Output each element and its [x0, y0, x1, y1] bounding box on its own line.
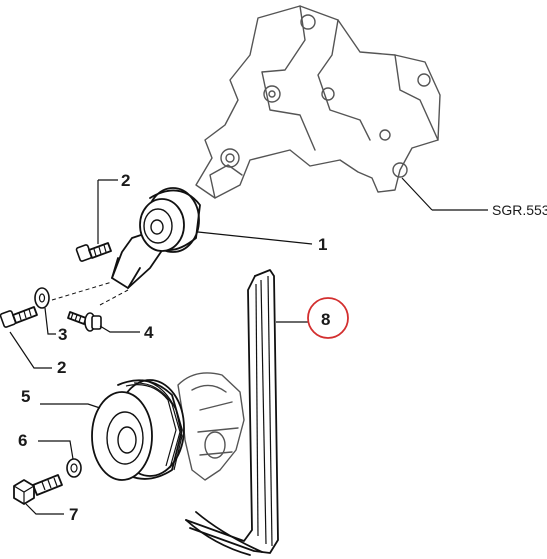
drive-belt-icon	[185, 269, 279, 556]
callout-3: 3	[58, 325, 67, 344]
bolt-icon-upper	[75, 242, 112, 262]
leader-ref	[401, 177, 433, 211]
leader-7	[25, 503, 64, 515]
tensioner-pulley-icon	[111, 187, 201, 289]
small-washer-icon	[66, 458, 82, 478]
callout-5: 5	[21, 387, 30, 406]
bolt-icon-lower	[0, 306, 38, 328]
highlight-circle	[307, 297, 349, 339]
callout-6: 6	[18, 431, 27, 450]
axis-line-2	[99, 289, 129, 306]
leader-5	[40, 403, 101, 409]
leader-1	[197, 231, 313, 245]
callout-8: 8	[321, 310, 330, 329]
callout-4: 4	[144, 323, 154, 342]
reference-code: SGR.55301	[492, 202, 547, 218]
washer-icon	[34, 287, 50, 309]
leader-4	[99, 325, 140, 333]
axis-line-1	[51, 281, 113, 301]
leader-6	[38, 440, 74, 460]
callout-1: 1	[318, 235, 327, 254]
leader-2b	[9, 331, 52, 369]
callout-2b: 2	[57, 358, 66, 377]
callout-7: 7	[69, 505, 78, 524]
engine-bracket-icon	[195, 5, 441, 199]
crankshaft-icon	[177, 372, 245, 481]
flange-bolt-icon	[67, 311, 102, 332]
hex-bolt-icon	[13, 474, 63, 505]
crankshaft-pulley-icon	[91, 379, 185, 481]
callout-2a: 2	[121, 171, 130, 190]
leader-3	[44, 307, 56, 335]
